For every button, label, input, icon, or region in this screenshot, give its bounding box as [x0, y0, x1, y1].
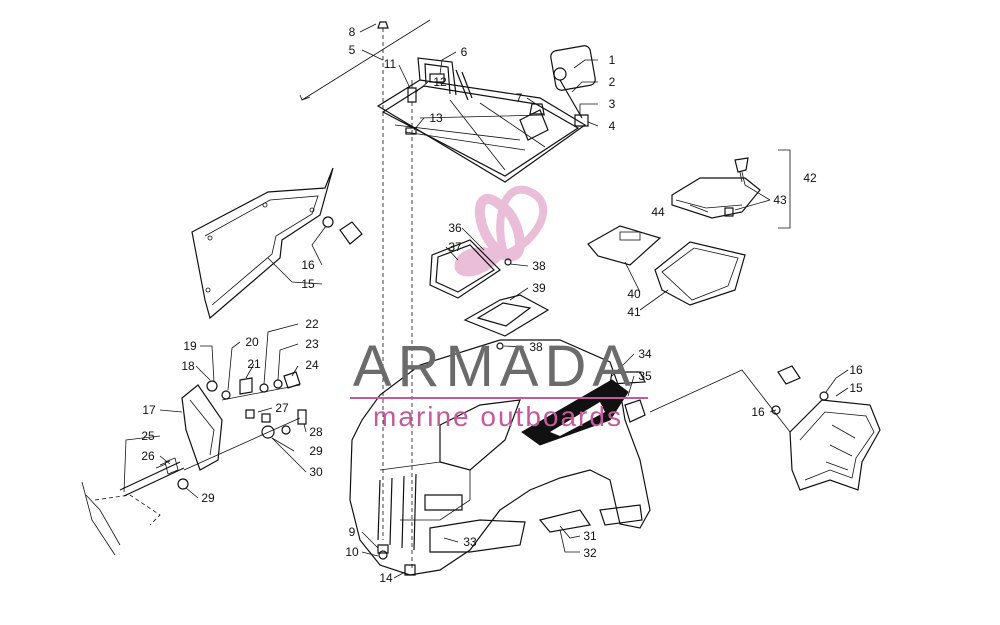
callout-5: 5 — [349, 43, 356, 57]
callout-42: 42 — [803, 171, 817, 185]
storage-lid-42 — [671, 157, 761, 219]
storage-box-41 — [654, 241, 746, 306]
callout-28: 28 — [309, 425, 323, 439]
callout-22: 22 — [305, 317, 319, 331]
callout-24: 24 — [305, 358, 319, 372]
callout-27: 27 — [275, 401, 289, 415]
callout-16-right-top: 16 — [849, 363, 863, 377]
callout-20: 20 — [245, 335, 259, 349]
bolt-8 — [377, 21, 389, 540]
front-decal-35 — [521, 379, 629, 446]
callout-21: 21 — [247, 357, 261, 371]
callout-12: 12 — [433, 75, 447, 89]
armada-logo-mark — [454, 185, 548, 277]
callout-33: 33 — [463, 535, 477, 549]
callout-26: 26 — [141, 449, 155, 463]
rack-assembly-bracket — [299, 19, 431, 101]
callout-15-left: 15 — [301, 277, 315, 291]
callout-8: 8 — [349, 25, 356, 39]
callout-17: 17 — [142, 403, 156, 417]
callout-2: 2 — [609, 75, 616, 89]
nut-7 — [529, 103, 545, 115]
callout-31: 31 — [583, 529, 597, 543]
center-access-panel — [429, 239, 550, 350]
left-side-panel — [191, 167, 334, 320]
callout-43: 43 — [773, 193, 787, 207]
headlight-assembly — [119, 371, 307, 497]
right-side-panel — [789, 399, 881, 491]
callout-32: 32 — [583, 546, 597, 560]
callout-19: 19 — [183, 339, 197, 353]
front-rack — [376, 57, 587, 183]
right-panel-guide — [649, 369, 791, 433]
callout-35: 35 — [638, 369, 652, 383]
callout-13: 13 — [429, 111, 443, 125]
fastener-16-left — [322, 216, 363, 245]
callout-16-right-bottom: 16 — [751, 405, 765, 419]
callout-3: 3 — [609, 97, 616, 111]
callout-4: 4 — [609, 119, 616, 133]
fasteners-9-10-14 — [377, 544, 416, 576]
frame-sketch — [81, 481, 161, 556]
fastener-16-right — [771, 365, 829, 415]
mirror-assembly — [550, 45, 596, 127]
storage-tray-40 — [587, 225, 662, 266]
leader-lines — [123, 23, 849, 579]
callout-10: 10 — [345, 545, 359, 559]
callout-11: 11 — [384, 57, 397, 71]
callout-labels: 1 2 3 4 5 6 7 8 11 12 13 16 15 36 37 38 … — [141, 25, 863, 585]
callout-1: 1 — [609, 53, 616, 67]
callout-34: 34 — [638, 347, 652, 361]
callout-38-bottom: 38 — [529, 340, 543, 354]
watermark-subtitle: marine outboards — [373, 401, 623, 432]
callout-15-right: 15 — [849, 381, 863, 395]
callout-16-left: 16 — [301, 258, 315, 272]
callout-9: 9 — [349, 525, 356, 539]
callout-6: 6 — [461, 45, 468, 59]
callout-30: 30 — [309, 465, 323, 479]
callout-25: 25 — [141, 429, 155, 443]
watermark-title: ARMADA — [353, 334, 637, 399]
callout-37: 37 — [448, 240, 462, 254]
callout-18: 18 — [181, 359, 195, 373]
callout-29-right: 29 — [309, 444, 323, 458]
callout-44: 44 — [651, 205, 665, 219]
bolt-12-13 — [405, 80, 417, 570]
callout-40: 40 — [627, 287, 641, 301]
callout-29-left: 29 — [201, 491, 215, 505]
callout-7: 7 — [516, 91, 523, 105]
mount-34 — [609, 371, 646, 423]
callout-14: 14 — [379, 571, 393, 585]
armada-watermark: ARMADA marine outboards — [350, 334, 648, 432]
callout-41: 41 — [627, 305, 641, 319]
callout-39: 39 — [532, 281, 546, 295]
callout-36: 36 — [448, 221, 462, 235]
callout-23: 23 — [305, 337, 319, 351]
callout-38-top: 38 — [532, 259, 546, 273]
bracket-42 — [778, 149, 791, 229]
